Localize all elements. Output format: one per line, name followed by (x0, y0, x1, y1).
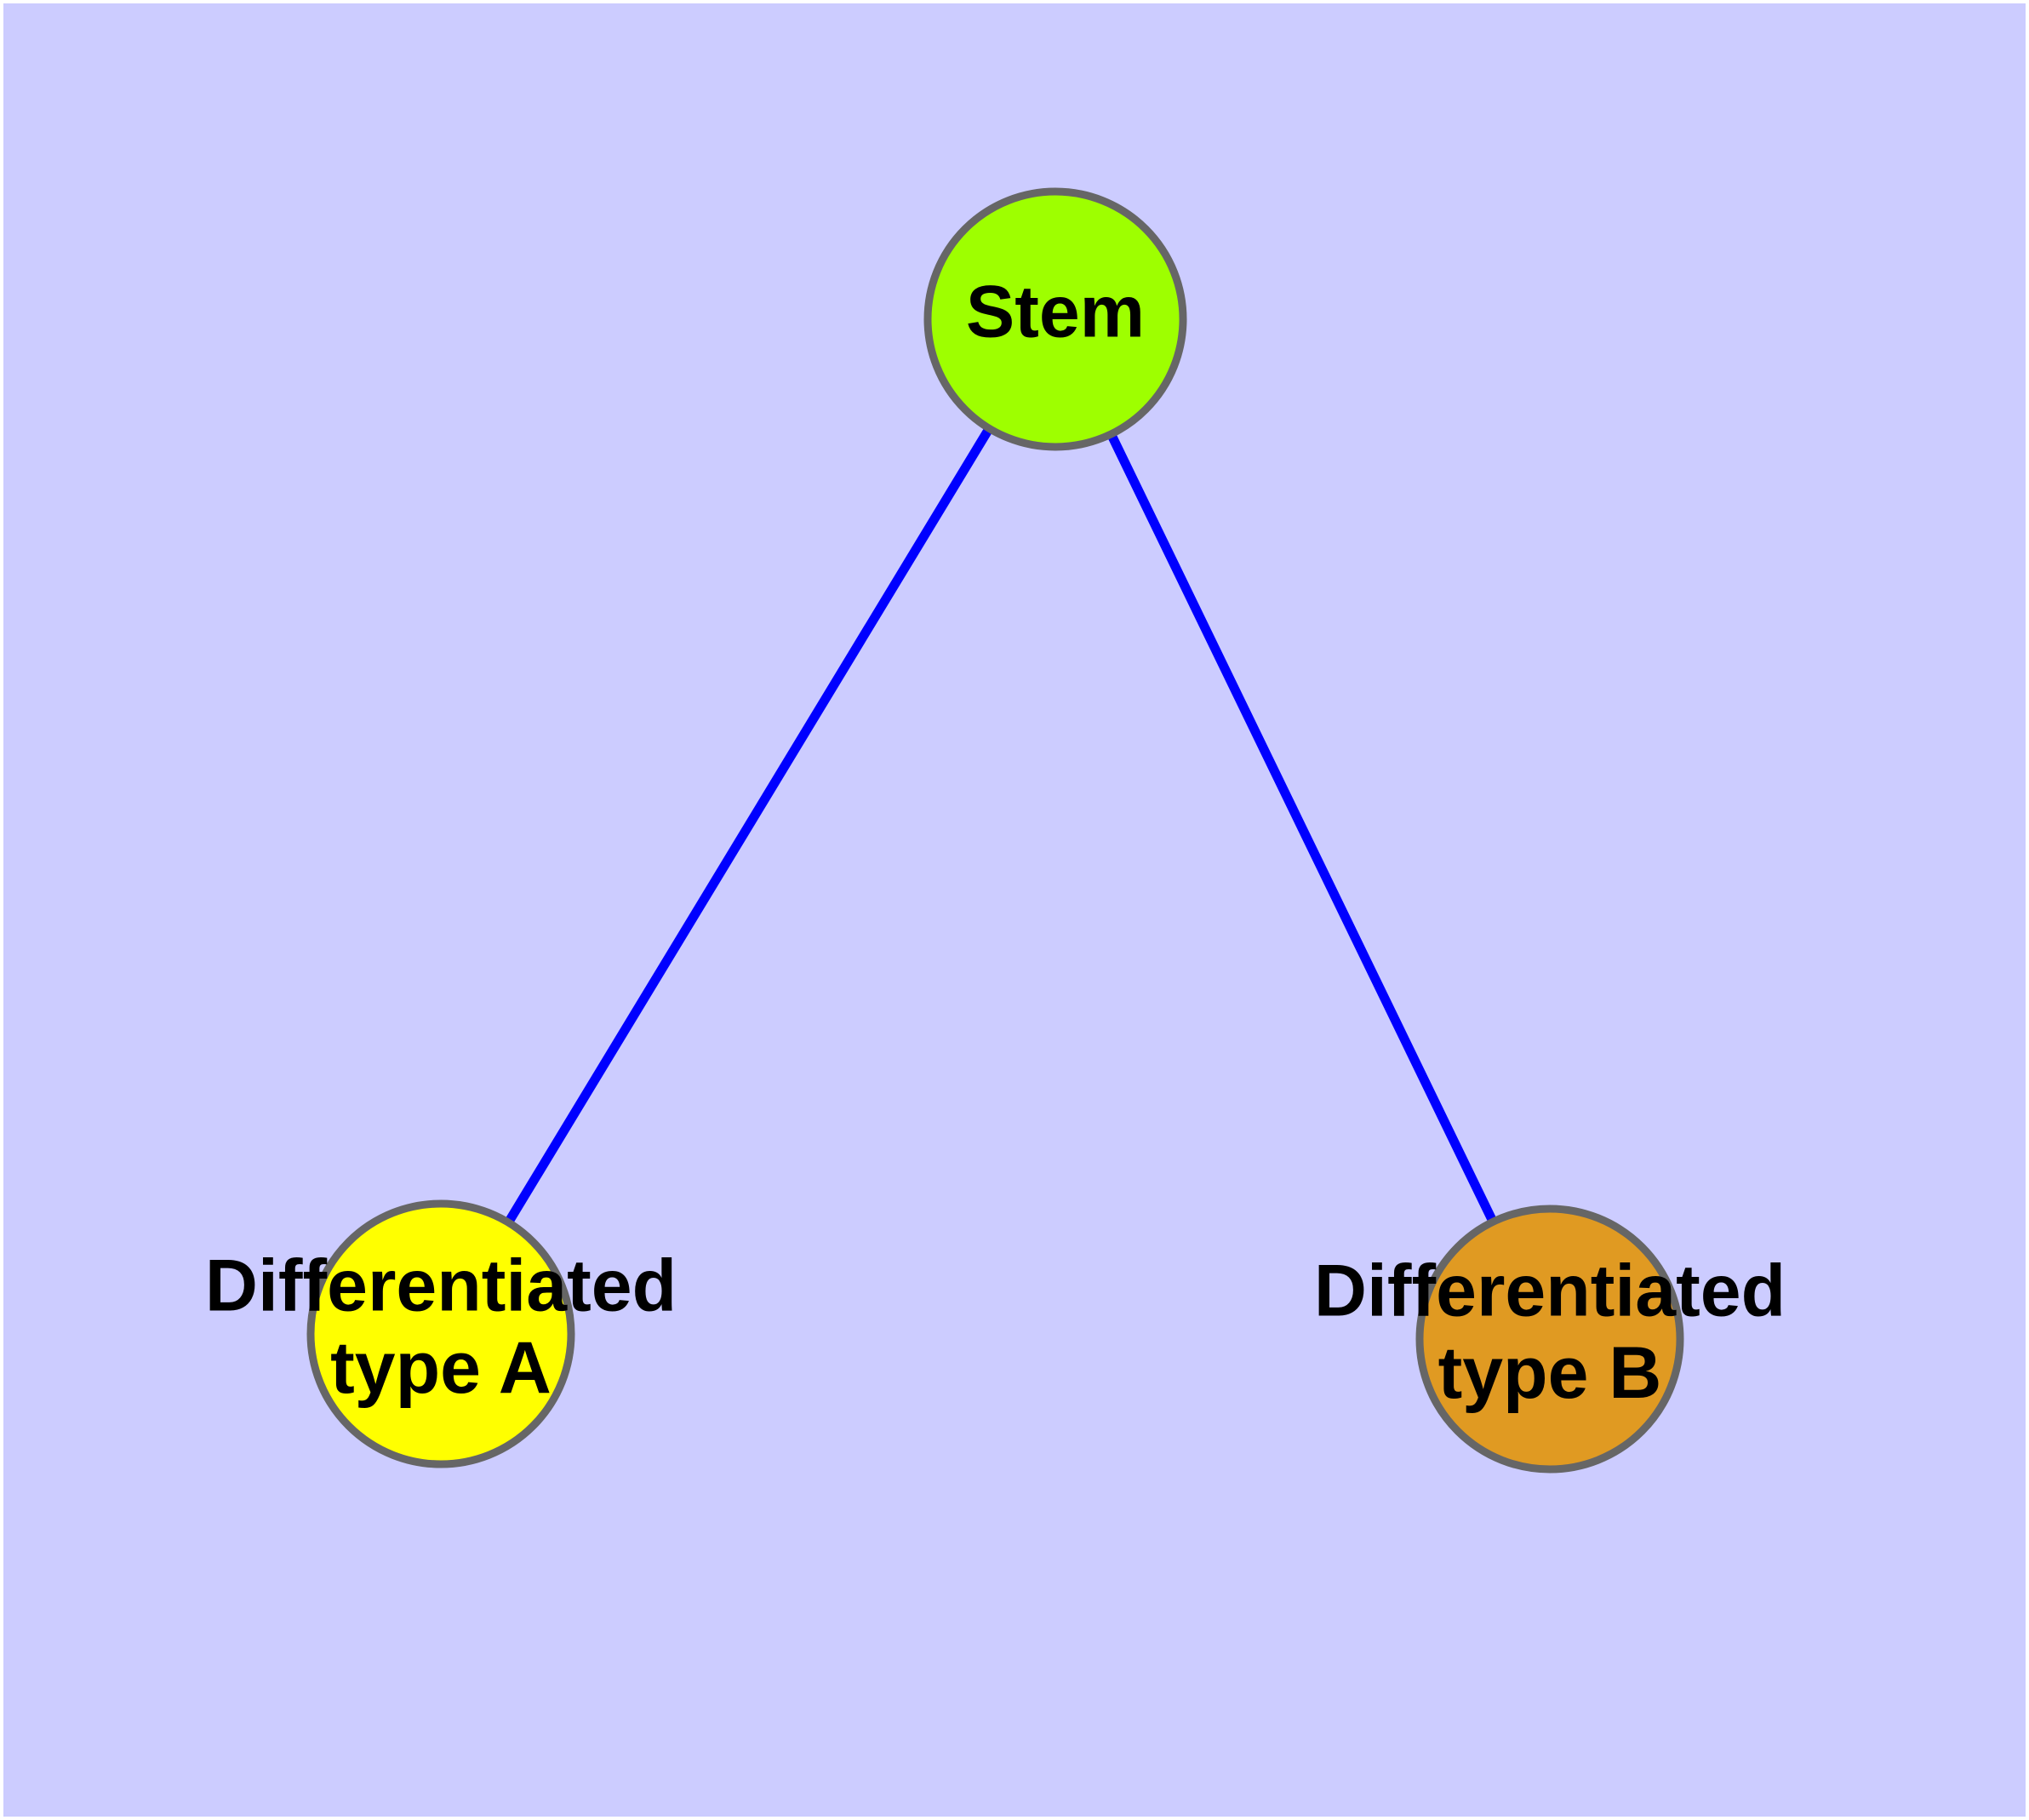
graph-node-diff_b[interactable] (1415, 1205, 1684, 1474)
graph-node-label-line: Differentiated (205, 1245, 677, 1326)
graph-edge[interactable] (1107, 433, 1497, 1222)
nodes-group (306, 187, 1684, 1474)
graph-node-label-line: type B (1438, 1332, 1662, 1414)
edges-group (505, 427, 1497, 1224)
graph-node-label-line: Stem (966, 272, 1145, 353)
graph-node-label-line: Differentiated (1314, 1250, 1786, 1331)
graph-node-label-stem: Stem (966, 272, 1145, 353)
graph-edge[interactable] (505, 427, 992, 1224)
graph-node-label-line: type A (330, 1327, 552, 1409)
graph-node-diff_a[interactable] (306, 1199, 575, 1468)
graph-node-stem[interactable] (923, 187, 1187, 451)
